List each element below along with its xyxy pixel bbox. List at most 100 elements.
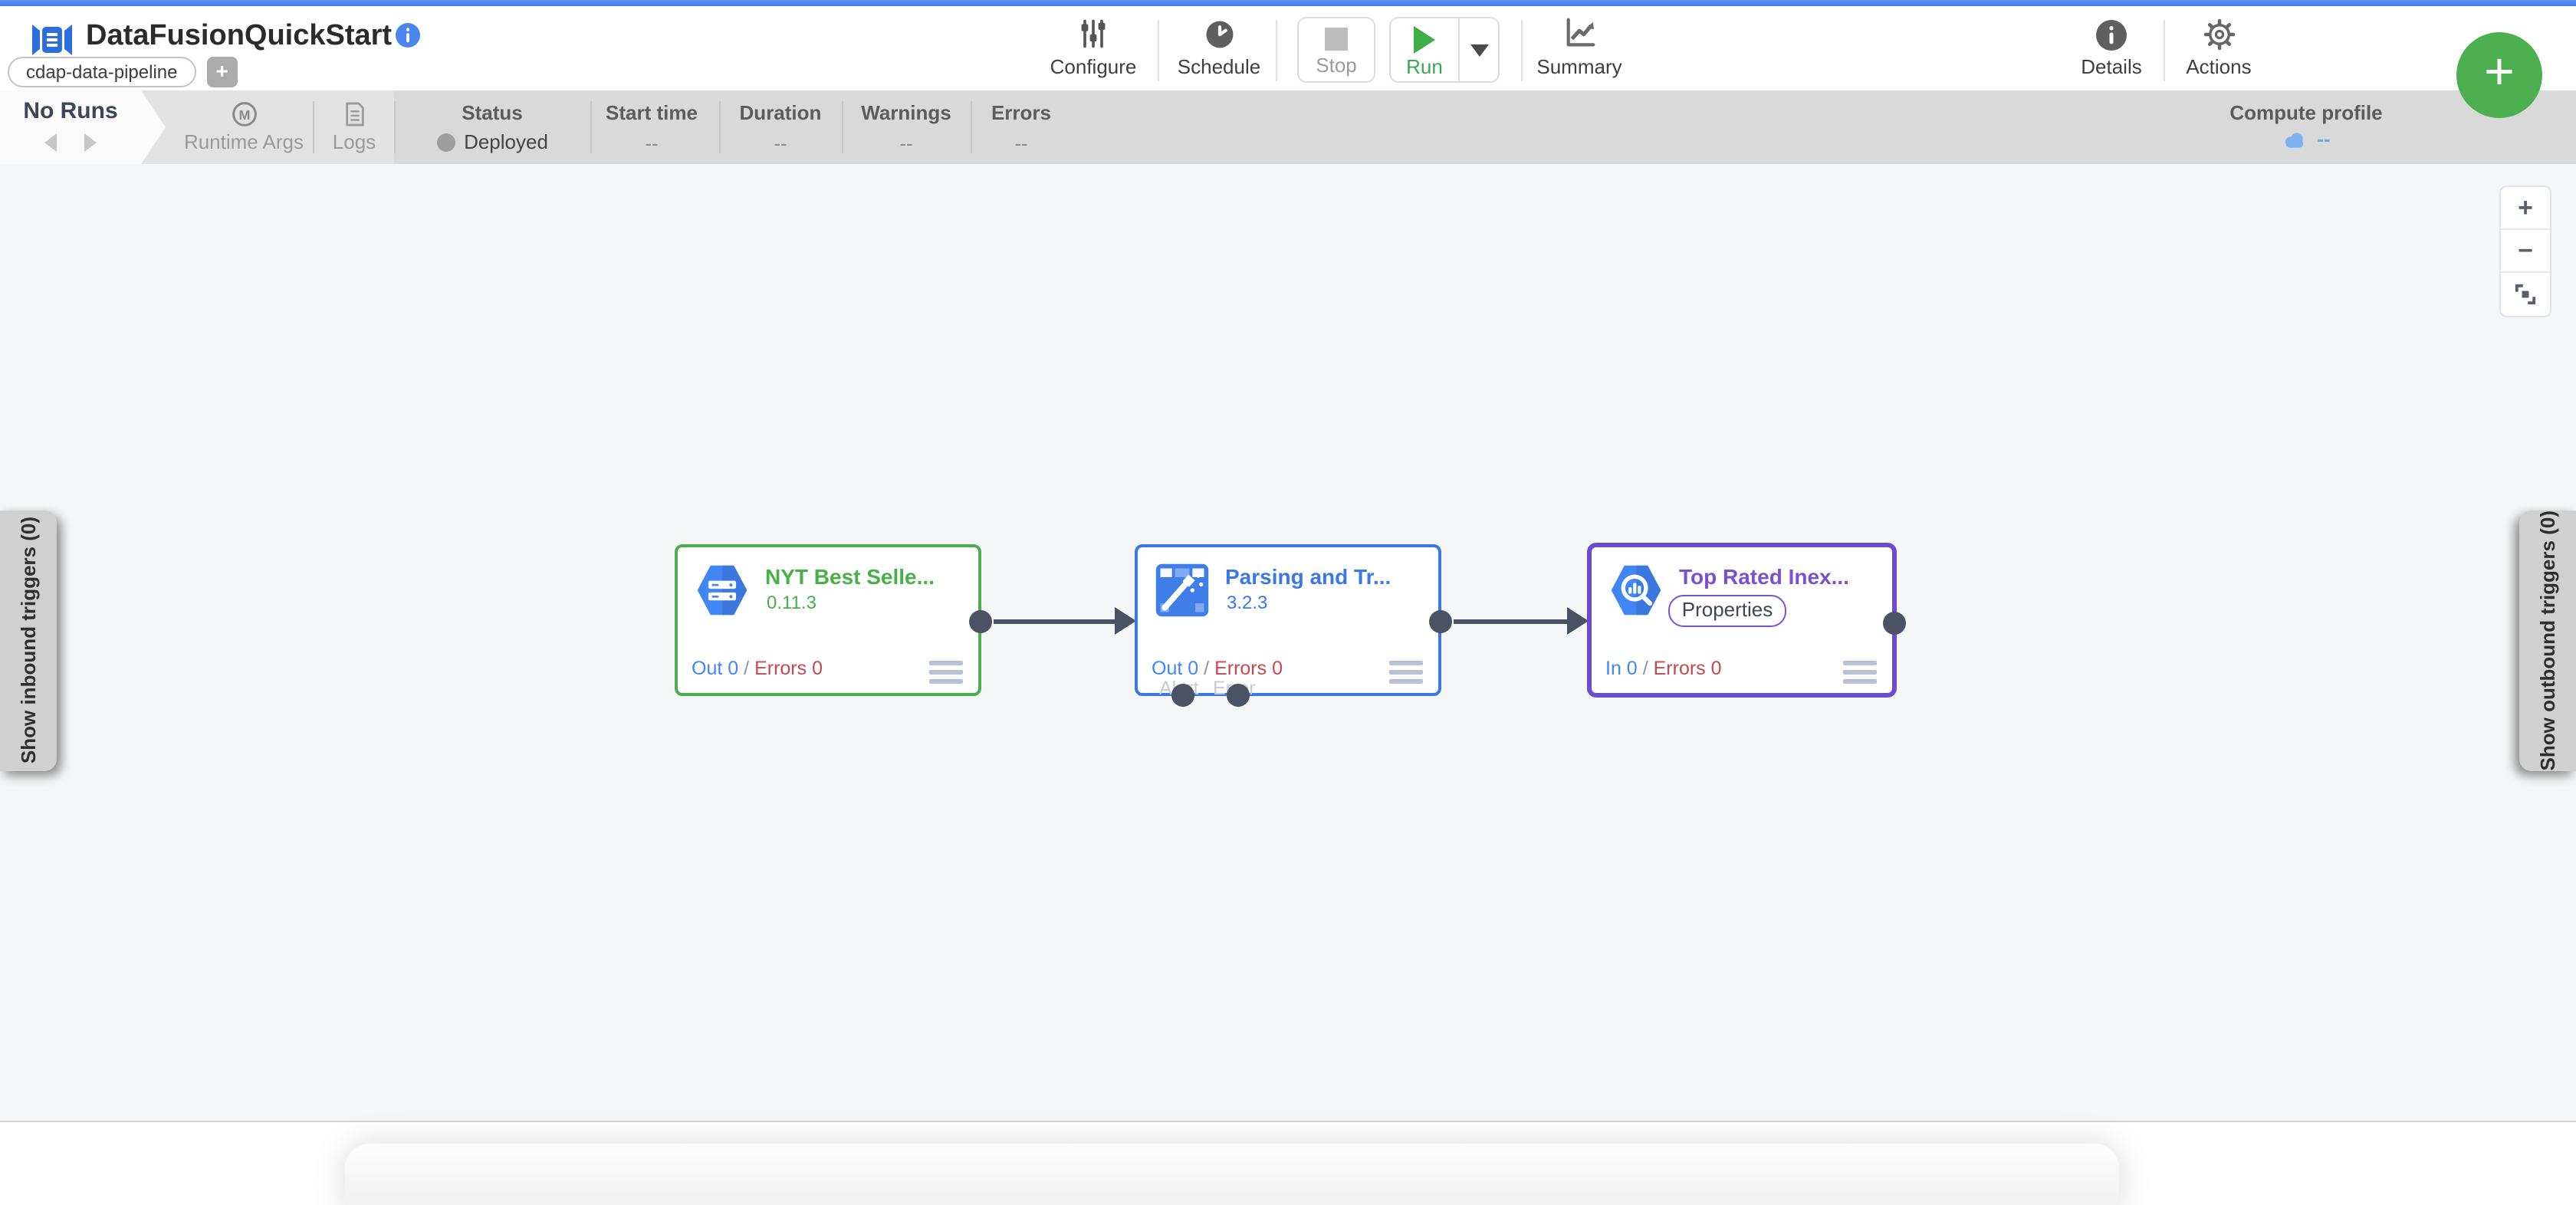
schedule-clock-icon xyxy=(1205,21,1233,48)
node-title: NYT Best Selle... xyxy=(765,564,935,589)
runbar-divider xyxy=(313,101,314,153)
pipeline-canvas[interactable]: + − Show inbound triggers (0) Show outbo… xyxy=(0,164,2576,1122)
node-parsing-transform[interactable]: Parsing and Tr... 3.2.3 Out 0 / Errors 0… xyxy=(1135,544,1452,707)
inbound-triggers-label: Show inbound triggers (0) xyxy=(17,517,40,765)
gcs-source-plugin-icon xyxy=(697,565,748,616)
status-label: Status xyxy=(462,101,523,124)
schedule-button[interactable]: Schedule xyxy=(1164,17,1274,78)
pipeline-studio-logo-icon xyxy=(32,25,72,55)
configure-sliders-icon xyxy=(1081,19,1106,48)
toolbar-divider xyxy=(2164,20,2165,81)
alert-port[interactable] xyxy=(1171,684,1194,707)
configure-button[interactable]: Configure xyxy=(1038,17,1148,78)
output-port[interactable] xyxy=(969,610,992,633)
toolbar-divider xyxy=(1276,20,1277,81)
edge-source-to-transform xyxy=(994,619,1119,624)
run-button[interactable]: Run xyxy=(1391,18,1460,81)
bottom-panel-area xyxy=(0,1124,2576,1205)
next-run-icon[interactable] xyxy=(84,133,97,152)
compute-profile-section[interactable]: Compute profile -- xyxy=(2229,101,2383,150)
summary-button[interactable]: Summary xyxy=(1524,17,1635,78)
node-version: 0.11.3 xyxy=(767,592,816,613)
svg-text:M: M xyxy=(238,107,250,123)
logs-document-icon xyxy=(345,102,363,126)
pipeline-type-tag: cdap-data-pipeline xyxy=(8,57,196,87)
cloud-icon xyxy=(2285,132,2304,147)
logs-button[interactable]: Logs xyxy=(316,90,393,164)
node-menu-icon[interactable] xyxy=(929,661,963,688)
bigquery-sink-plugin-icon xyxy=(1611,565,1661,616)
output-port[interactable] xyxy=(1429,610,1452,633)
bottom-panel-shadow xyxy=(345,1144,2119,1205)
compute-profile-value: -- xyxy=(2317,127,2331,150)
toolbar-divider xyxy=(1521,20,1523,81)
errors-value: -- xyxy=(1014,132,1028,155)
actions-button[interactable]: Actions xyxy=(2164,17,2274,78)
gear-icon xyxy=(2203,18,2235,51)
canvas-zoom-controls: + − xyxy=(2499,186,2551,317)
zoom-out-button[interactable]: − xyxy=(2501,230,2550,273)
runtime-args-button[interactable]: M Runtime Args xyxy=(175,90,313,164)
output-port[interactable] xyxy=(1883,612,1906,635)
node-top-rated-sink[interactable]: Top Rated Inex... Properties In 0 / Erro… xyxy=(1587,543,1906,698)
details-button[interactable]: Details xyxy=(2056,17,2167,78)
node-menu-icon[interactable] xyxy=(1843,661,1877,688)
add-pipeline-fab-button[interactable]: + xyxy=(2456,32,2542,118)
errors-section: Errors -- xyxy=(971,90,1072,164)
duration-value: -- xyxy=(774,132,787,155)
node-menu-icon[interactable] xyxy=(1389,661,1423,688)
node-title: Parsing and Tr... xyxy=(1225,564,1392,589)
runbar-divider xyxy=(394,101,396,153)
previous-run-icon[interactable] xyxy=(44,133,57,152)
pipeline-title: DataFusionQuickStart xyxy=(86,20,393,52)
status-value: Deployed xyxy=(464,130,548,153)
duration-section: Duration -- xyxy=(719,90,842,164)
run-button-group: Run xyxy=(1389,17,1500,83)
run-options-dropdown[interactable] xyxy=(1460,18,1498,81)
wrangler-plugin-icon xyxy=(1155,563,1209,617)
toolbar-divider xyxy=(1158,20,1159,81)
warnings-value: -- xyxy=(899,132,913,155)
pipeline-header: DataFusionQuickStart cdap-data-pipeline … xyxy=(0,6,2576,90)
edge-arrowhead-icon xyxy=(1567,607,1589,635)
top-accent-strip xyxy=(0,0,2576,6)
pipeline-tags: cdap-data-pipeline + xyxy=(8,57,238,87)
status-section: Status Deployed xyxy=(402,90,583,164)
node-metrics[interactable]: Out 0 / Errors 0 xyxy=(692,658,823,679)
status-dot-icon xyxy=(436,133,455,151)
runbar-divider xyxy=(590,101,592,153)
node-properties-button[interactable]: Properties xyxy=(1668,595,1786,627)
runbar-divider xyxy=(971,101,972,153)
run-status-bar: No Runs M Runtime Args xyxy=(0,90,2576,164)
node-metrics[interactable]: In 0 / Errors 0 xyxy=(1605,658,1722,679)
stop-icon xyxy=(1325,28,1348,51)
fit-to-screen-button[interactable] xyxy=(2501,273,2550,316)
start-time-section: Start time -- xyxy=(590,90,713,164)
node-nyt-best-sellers-source[interactable]: NYT Best Selle... 0.11.3 Out 0 / Errors … xyxy=(675,544,992,696)
edge-transform-to-sink xyxy=(1454,619,1569,624)
add-tag-button[interactable]: + xyxy=(206,57,238,87)
runtime-args-icon: M xyxy=(232,102,256,126)
runs-count-label: No Runs xyxy=(23,98,118,124)
chevron-down-icon xyxy=(1470,44,1488,56)
node-metrics[interactable]: Out 0 / Errors 0 xyxy=(1152,658,1283,679)
details-info-icon xyxy=(2096,20,2127,51)
stop-button[interactable]: Stop xyxy=(1297,17,1375,83)
pipeline-info-icon[interactable] xyxy=(396,23,420,48)
outbound-triggers-tab[interactable]: Show outbound triggers (0) xyxy=(2519,511,2576,771)
outbound-triggers-label: Show outbound triggers (0) xyxy=(2536,511,2559,771)
runbar-divider xyxy=(719,101,721,153)
inbound-triggers-tab[interactable]: Show inbound triggers (0) xyxy=(0,511,57,771)
node-title: Top Rated Inex... xyxy=(1679,564,1849,589)
error-port[interactable] xyxy=(1227,684,1250,707)
summary-chart-icon xyxy=(1566,18,1595,47)
node-version: 3.2.3 xyxy=(1227,592,1268,613)
fit-to-screen-icon xyxy=(2515,284,2536,305)
runs-tab[interactable]: No Runs xyxy=(0,90,166,164)
warnings-section: Warnings -- xyxy=(842,90,971,164)
zoom-in-button[interactable]: + xyxy=(2501,187,2550,230)
run-play-icon xyxy=(1414,26,1435,54)
start-time-value: -- xyxy=(645,132,659,155)
edge-arrowhead-icon xyxy=(1115,607,1136,635)
